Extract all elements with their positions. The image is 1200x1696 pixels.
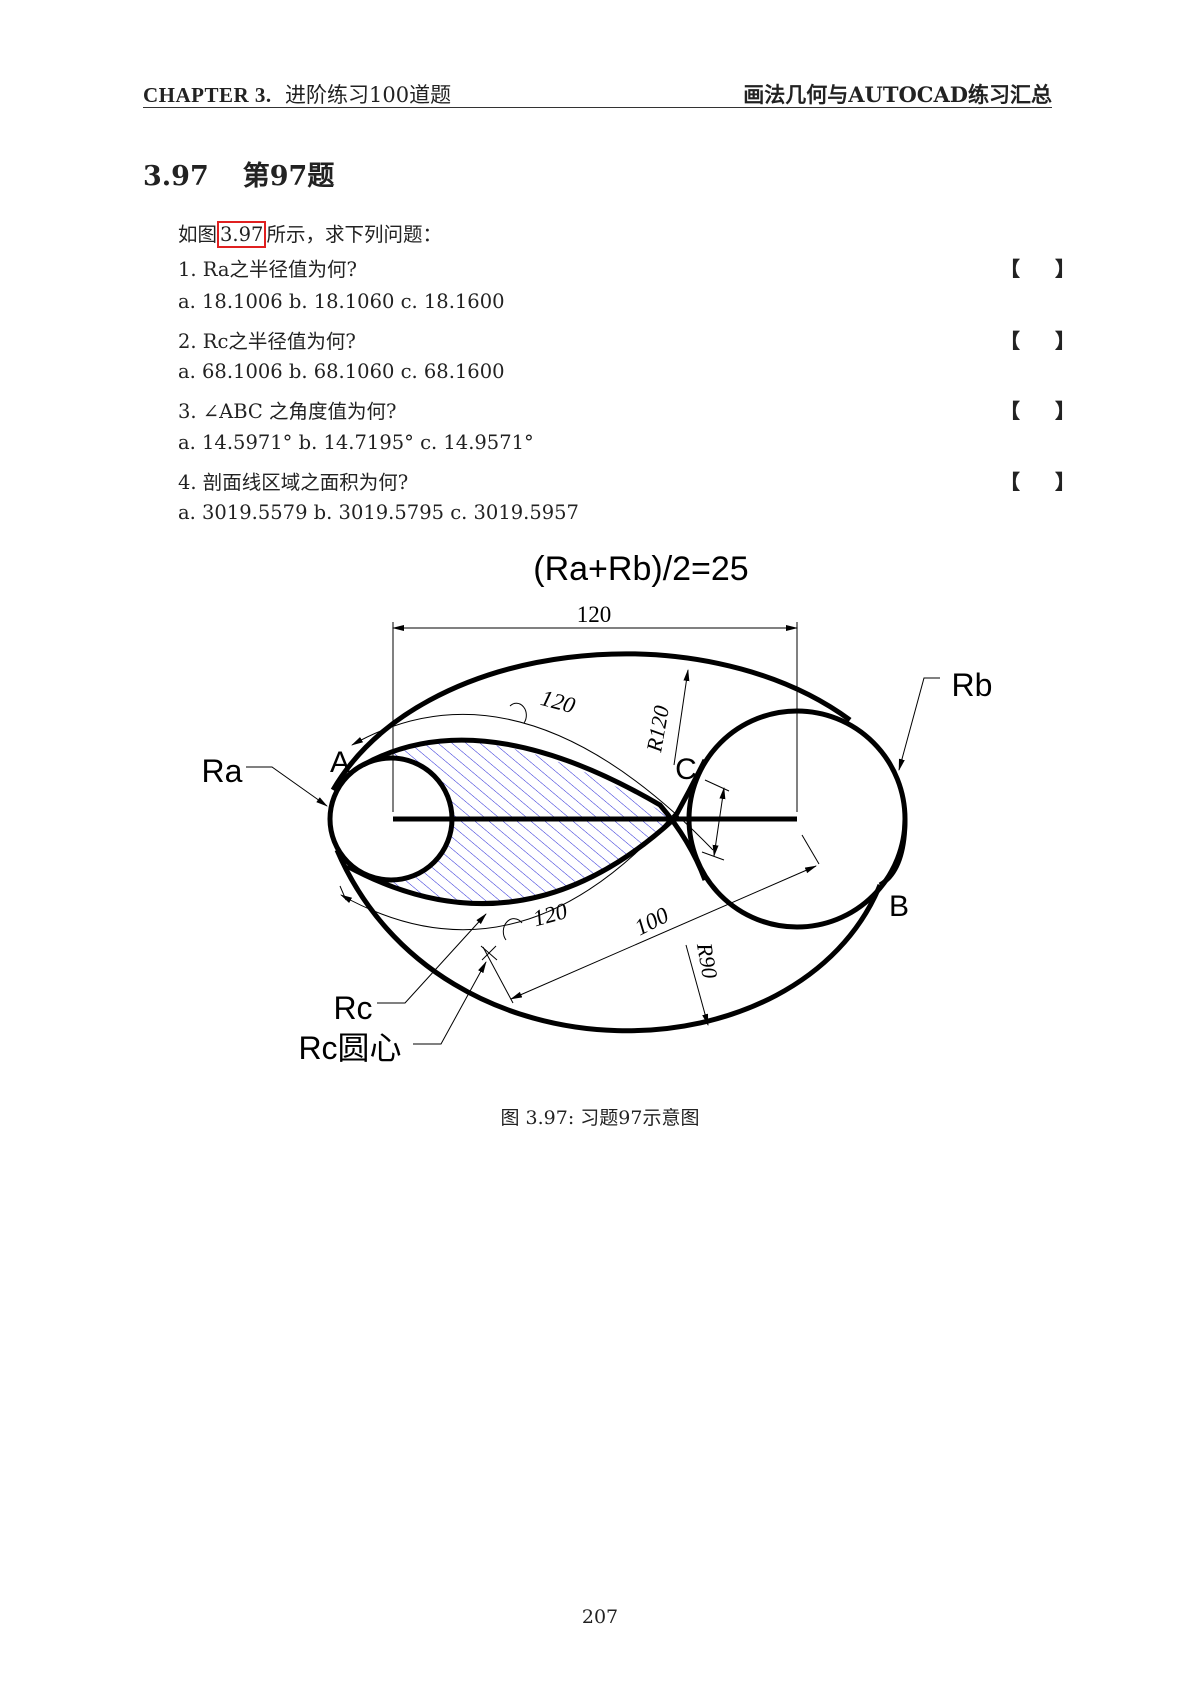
options-4: a. 3019.5579 b. 3019.5795 c. 3019.5957 [178, 501, 579, 524]
arc-lower-label: 120 [530, 898, 570, 931]
point-b-label: B [889, 890, 909, 923]
question-3: 3. ∠ABC 之角度值为何? [178, 400, 397, 423]
section-title: 第97题 [242, 161, 335, 192]
running-header-book-title: 画法几何与AUTOCAD练习汇总 [743, 82, 1052, 107]
hatched-region [347, 742, 674, 904]
answer-bracket-1: 【 】 [1000, 257, 1089, 281]
dimension-100-label: 100 [631, 902, 674, 940]
rc-label: Rc [333, 990, 372, 1026]
answer-bracket-3: 【 】 [1000, 399, 1089, 423]
r90-label: R90 [692, 940, 723, 980]
options-1: a. 18.1006 b. 18.1060 c. 18.1600 [178, 290, 505, 313]
options-3: a. 14.5971° b. 14.7195° c. 14.9571° [178, 431, 534, 454]
running-header-chapter: CHAPTER 3. 进阶练习100道题 [143, 79, 451, 109]
dimension-120-label: 120 [577, 602, 612, 627]
figure-ref-link[interactable]: 3.97 [217, 221, 267, 248]
figure-caption: 图 3.97: 习题97示意图 [500, 1107, 700, 1129]
point-a-label: A [330, 746, 350, 779]
arc-upper-lens [361, 737, 708, 881]
answer-bracket-4: 【 】 [1000, 470, 1089, 494]
answer-bracket-2: 【 】 [1000, 329, 1089, 353]
point-c-label: C [675, 753, 697, 786]
ra-label: Ra [202, 753, 243, 789]
question-1: 1. Ra之半径值为何? [178, 258, 358, 281]
chapter-number: CHAPTER 3. [143, 83, 272, 107]
figure-title: (Ra+Rb)/2=25 [533, 550, 748, 588]
main-outline [327, 651, 908, 1034]
question-2: 2. Rc之半径值为何? [178, 330, 356, 353]
arc-outer-top [330, 651, 852, 792]
r120-label: R120 [641, 704, 674, 755]
arc-outer-bottom-r90 [334, 849, 883, 1034]
rb-label: Rb [952, 667, 993, 703]
options-2: a. 68.1006 b. 68.1060 c. 68.1600 [178, 360, 505, 383]
header-rule [143, 107, 1052, 108]
arc-upper-label: 120 [538, 685, 578, 718]
question-4: 4. 剖面线区域之面积为何? [178, 471, 409, 494]
intro-suffix: 所示，求下列问题： [266, 223, 442, 246]
rc-center-label: Rc圆心 [298, 1030, 401, 1066]
section-number: 3.97 [143, 161, 209, 192]
chapter-title: 进阶练习100道题 [285, 83, 452, 107]
figure-diagram: (Ra+Rb)/2=25 120 [202, 550, 993, 1066]
section-heading: 3.97 第97题 [143, 154, 334, 193]
arc-lower-lens [345, 758, 708, 907]
intro-prefix: 如图 [178, 223, 218, 246]
page-number: 207 [581, 1606, 619, 1628]
